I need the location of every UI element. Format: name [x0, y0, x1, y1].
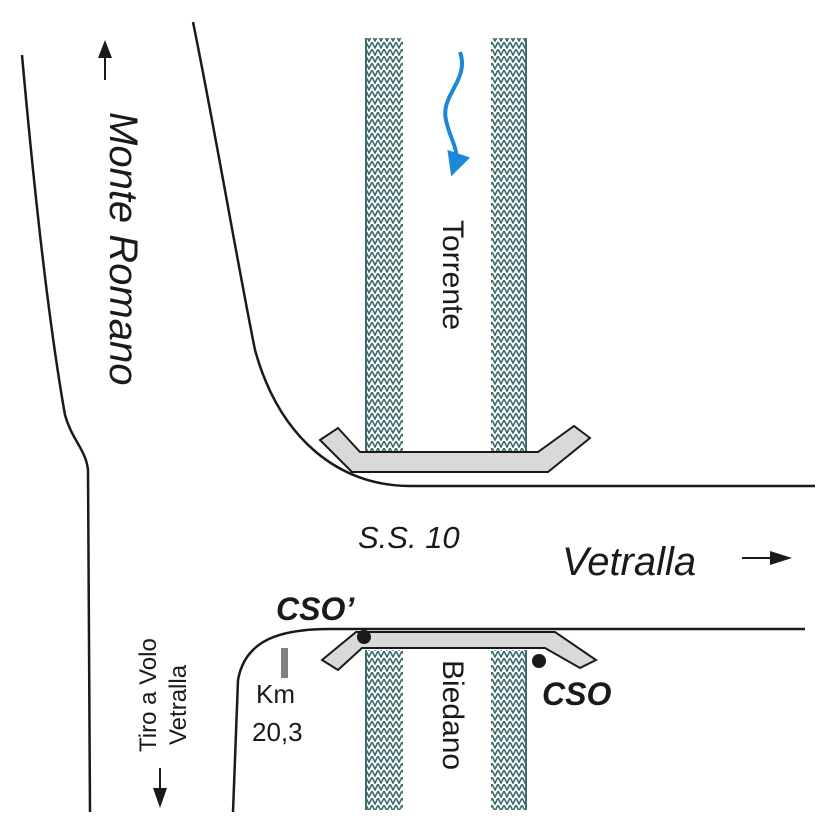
- cso-prime-point: [357, 630, 371, 644]
- label-cso: CSO: [542, 676, 611, 712]
- label-km-value: 20,3: [252, 717, 303, 747]
- arrow-down-icon: [153, 768, 167, 808]
- road-left-edge: [20, 54, 92, 813]
- label-tiro-a-volo: Tiro a Volo: [135, 638, 162, 752]
- label-biedano: Biedano: [436, 660, 469, 770]
- label-km: Km: [256, 679, 295, 709]
- cso-point: [532, 654, 546, 668]
- arrow-up-icon: [98, 40, 112, 80]
- label-tiro-vetralla: Vetralla: [165, 664, 192, 745]
- km-marker: [281, 648, 288, 678]
- label-cso-prime: CSO’: [276, 591, 355, 627]
- label-monte-romano: Monte Romano: [101, 112, 145, 385]
- flow-arrow-icon: [443, 51, 471, 177]
- bridge-upper: [318, 424, 592, 473]
- road-upper-edge: [191, 21, 815, 488]
- torrente-bank-left: [367, 38, 403, 453]
- torrente-bank-right: [491, 38, 527, 453]
- biedano-bank-right: [491, 650, 527, 810]
- arrow-right-icon: [742, 551, 792, 565]
- label-vetralla: Vetralla: [562, 540, 696, 584]
- bridge-lower: [320, 631, 598, 672]
- road-lower-edge: [231, 627, 805, 813]
- label-torrente: Torrente: [436, 220, 469, 330]
- biedano-bank-left: [367, 650, 403, 810]
- label-ss10: S.S. 10: [358, 520, 460, 555]
